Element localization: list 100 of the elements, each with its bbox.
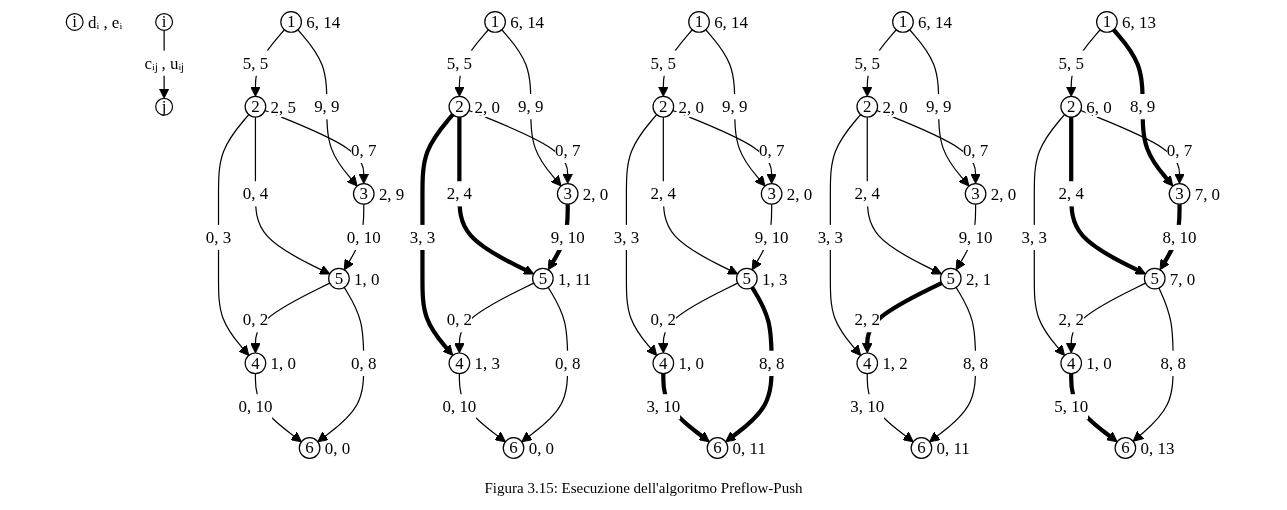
node-circle: 3	[1168, 182, 1191, 205]
edge-label: 0, 10	[442, 397, 477, 416]
edge-label: 2, 4	[446, 184, 473, 203]
node-circle: 1	[688, 11, 711, 33]
arrow	[218, 113, 250, 356]
node-annotation: 2, 0	[678, 97, 705, 117]
edge-label: 0, 7	[759, 141, 785, 160]
node-annotation: 1, 0	[354, 269, 380, 289]
node-circle: 6	[502, 437, 525, 459]
edge-label: 0, 8	[555, 354, 581, 373]
node-annotation: 0, 0	[325, 439, 351, 459]
node-circle: 1	[1096, 11, 1119, 33]
edge-label: 3, 3	[817, 228, 844, 247]
node-circle: i	[66, 12, 84, 31]
node-circle: 2	[448, 95, 471, 118]
node-annotation: 0, 13	[1140, 439, 1175, 459]
node-circle: 5	[532, 267, 555, 290]
node-circle: 1	[280, 11, 303, 33]
edge-label: 0, 7	[351, 141, 377, 160]
edge-label: 5, 5	[854, 54, 881, 73]
edge-label: cᵢⱼ , uᵢⱼ	[144, 54, 184, 73]
node-annotation: 2, 0	[474, 97, 501, 117]
node-circle: 3	[761, 182, 783, 205]
node-circle: 2	[1060, 95, 1083, 118]
node-circle: 1	[892, 11, 915, 33]
arrow	[297, 29, 358, 187]
edge-label: 9, 10	[551, 228, 585, 247]
node-annotation: 1, 11	[558, 269, 592, 289]
node-circle: 4	[448, 352, 471, 375]
node-annotation: 6, 0	[1086, 97, 1113, 117]
node-annotation: 1, 3	[474, 354, 501, 374]
edge-label: 0, 7	[1167, 141, 1193, 160]
node-circle: 4	[652, 352, 675, 375]
node-circle: 3	[965, 182, 987, 205]
arrow	[830, 113, 862, 356]
node-annotation: 7, 0	[1170, 269, 1196, 289]
edge-label: 5, 10	[1054, 397, 1089, 416]
figure-caption: Figura 3.15: Esecuzione dell'algoritmo Preflow-Push	[483, 479, 804, 498]
node-circle: 5	[328, 267, 351, 290]
edge-label: 8, 8	[963, 354, 989, 373]
arrow	[1112, 28, 1174, 187]
edge-label: 0, 7	[963, 141, 989, 160]
arrow	[705, 29, 766, 187]
node-annotation: 6, 14	[918, 13, 953, 32]
edge-label: 9, 9	[722, 97, 748, 116]
edge-label: 8, 9	[1130, 97, 1156, 116]
node-circle: i	[155, 12, 174, 31]
edge-label: 3, 10	[850, 397, 885, 416]
node-annotation: 2, 0	[583, 184, 609, 204]
arrow	[725, 286, 775, 443]
edge-label: 9, 9	[314, 97, 340, 116]
edge-label: 5, 5	[1058, 54, 1085, 73]
node-annotation: 0, 11	[732, 439, 767, 459]
node-annotation: 2, 0	[787, 184, 813, 204]
arrow	[457, 117, 535, 275]
edge-label: 5, 5	[446, 54, 473, 73]
node-annotation: dᵢ , eᵢ	[88, 13, 123, 32]
edge-label: 0, 2	[243, 310, 269, 329]
node-circle: 6	[910, 437, 933, 459]
node-annotation: 6, 14	[714, 13, 749, 32]
node-annotation: 6, 14	[510, 13, 545, 32]
node-annotation: 2, 0	[882, 97, 909, 117]
node-annotation: 1, 0	[270, 354, 297, 374]
node-annotation: 1, 0	[1086, 354, 1113, 374]
edge-label: 0, 8	[351, 354, 377, 373]
edge-label: 3, 3	[614, 228, 640, 247]
edge-label: 8, 10	[1162, 228, 1197, 247]
arrow	[1069, 117, 1147, 275]
node-annotation: 7, 0	[1195, 184, 1221, 204]
node-annotation: 0, 0	[529, 439, 555, 459]
node-circle: 5	[1144, 267, 1166, 290]
edge-label: 5, 5	[650, 54, 677, 73]
node-circle: 2	[244, 95, 267, 118]
arrow	[862, 281, 943, 354]
arrow	[501, 29, 562, 187]
edge-label: 3, 3	[410, 228, 436, 247]
node-circle: 1	[484, 11, 507, 33]
node-circle: 4	[1060, 352, 1083, 375]
node-annotation: 1, 2	[882, 354, 909, 374]
node-circle: 2	[652, 95, 675, 118]
node-circle: 5	[736, 267, 759, 290]
edge-label: 9, 9	[518, 97, 544, 116]
edge-label: 9, 10	[755, 228, 789, 247]
edge-label: 0, 2	[650, 310, 677, 329]
node-circle: 3	[353, 182, 375, 205]
arrow	[420, 113, 455, 356]
edge-label: 0, 4	[243, 184, 269, 203]
edge-label: 0, 3	[206, 228, 232, 247]
node-annotation: 2, 0	[991, 184, 1017, 204]
node-circle: 5	[940, 267, 962, 290]
edge-label: 9, 9	[926, 97, 952, 116]
edge-label: 0, 10	[347, 228, 382, 247]
edge-label: 0, 7	[555, 141, 581, 160]
node-annotation: 6, 13	[1122, 13, 1157, 32]
node-annotation: 2, 9	[379, 184, 405, 204]
node-circle: 4	[244, 352, 267, 375]
node-circle: 3	[557, 182, 579, 205]
edge-label: 0, 2	[446, 310, 473, 329]
node-circle: 4	[856, 352, 879, 375]
node-annotation: 0, 11	[936, 439, 971, 459]
